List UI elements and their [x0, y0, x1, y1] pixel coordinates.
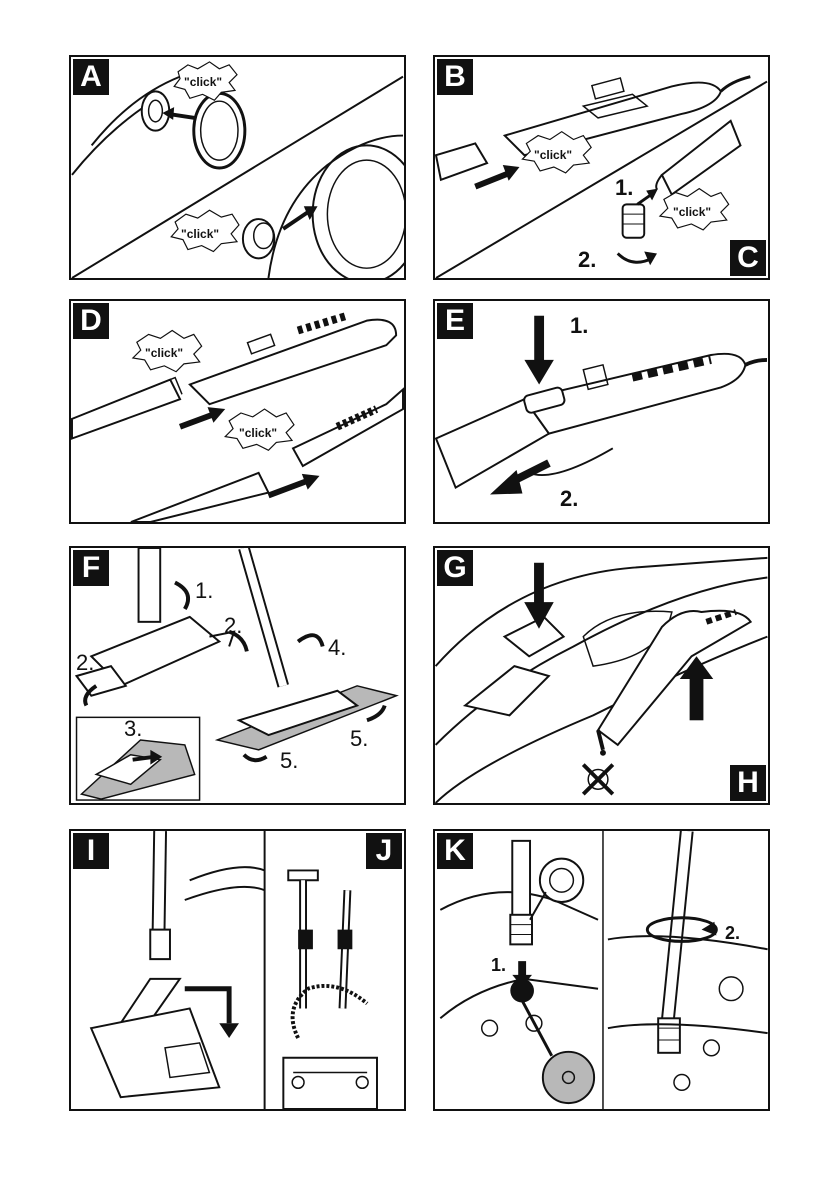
panel-k: K 1. 2.: [433, 829, 770, 1111]
panel-letter-e: E: [437, 303, 473, 339]
illustration-parking: [435, 548, 768, 803]
panel-letter-g: G: [437, 550, 473, 586]
step-label: 3.: [124, 716, 142, 742]
illustration-connect-tubes: [71, 301, 404, 522]
click-label: "click": [239, 426, 277, 440]
panel-f: F 1. 2. 2. 3. 4. 5. 5.: [69, 546, 406, 805]
step-label: 2.: [578, 247, 596, 273]
panel-e: E 1. 2.: [433, 299, 770, 524]
step-label: 1.: [570, 313, 588, 339]
panel-letter-a: A: [73, 59, 109, 95]
step-label: 2.: [725, 923, 740, 944]
illustration-release-tube: [435, 301, 768, 522]
illustration-tube-insert: [435, 831, 768, 1109]
panel-letter-k: K: [437, 833, 473, 869]
step-label: 5.: [280, 748, 298, 774]
panel-letter-d: D: [73, 303, 109, 339]
panel-letter-b: B: [437, 59, 473, 95]
panel-g-h: G H: [433, 546, 770, 805]
illustration-storage: [71, 831, 404, 1109]
step-label: 2.: [224, 613, 242, 639]
step-label: 1.: [491, 955, 506, 976]
step-label: 5.: [350, 726, 368, 752]
click-label: "click": [145, 346, 183, 360]
click-label: "click": [534, 148, 572, 162]
panel-letter-i: I: [73, 833, 109, 869]
panel-d: D "click" "click": [69, 299, 406, 524]
click-label: "click": [184, 75, 222, 89]
step-label: 1.: [615, 175, 633, 201]
panel-i-j: I J: [69, 829, 406, 1111]
step-label: 2.: [76, 650, 94, 676]
illustration-attach-cap: [71, 57, 404, 278]
illustration-attach-hose: [435, 57, 768, 278]
illustration-floor-nozzle: [71, 548, 404, 803]
step-label: 1.: [195, 578, 213, 604]
panel-b-c: B C "click" "click" 1. 2.: [433, 55, 770, 280]
panel-a: A "click" "click": [69, 55, 406, 280]
click-label: "click": [181, 227, 219, 241]
panel-letter-h: H: [730, 765, 766, 801]
panel-letter-f: F: [73, 550, 109, 586]
click-label: "click": [673, 205, 711, 219]
panel-letter-c: C: [730, 240, 766, 276]
step-label: 2.: [560, 486, 578, 512]
panel-letter-j: J: [366, 833, 402, 869]
step-label: 4.: [328, 635, 346, 661]
